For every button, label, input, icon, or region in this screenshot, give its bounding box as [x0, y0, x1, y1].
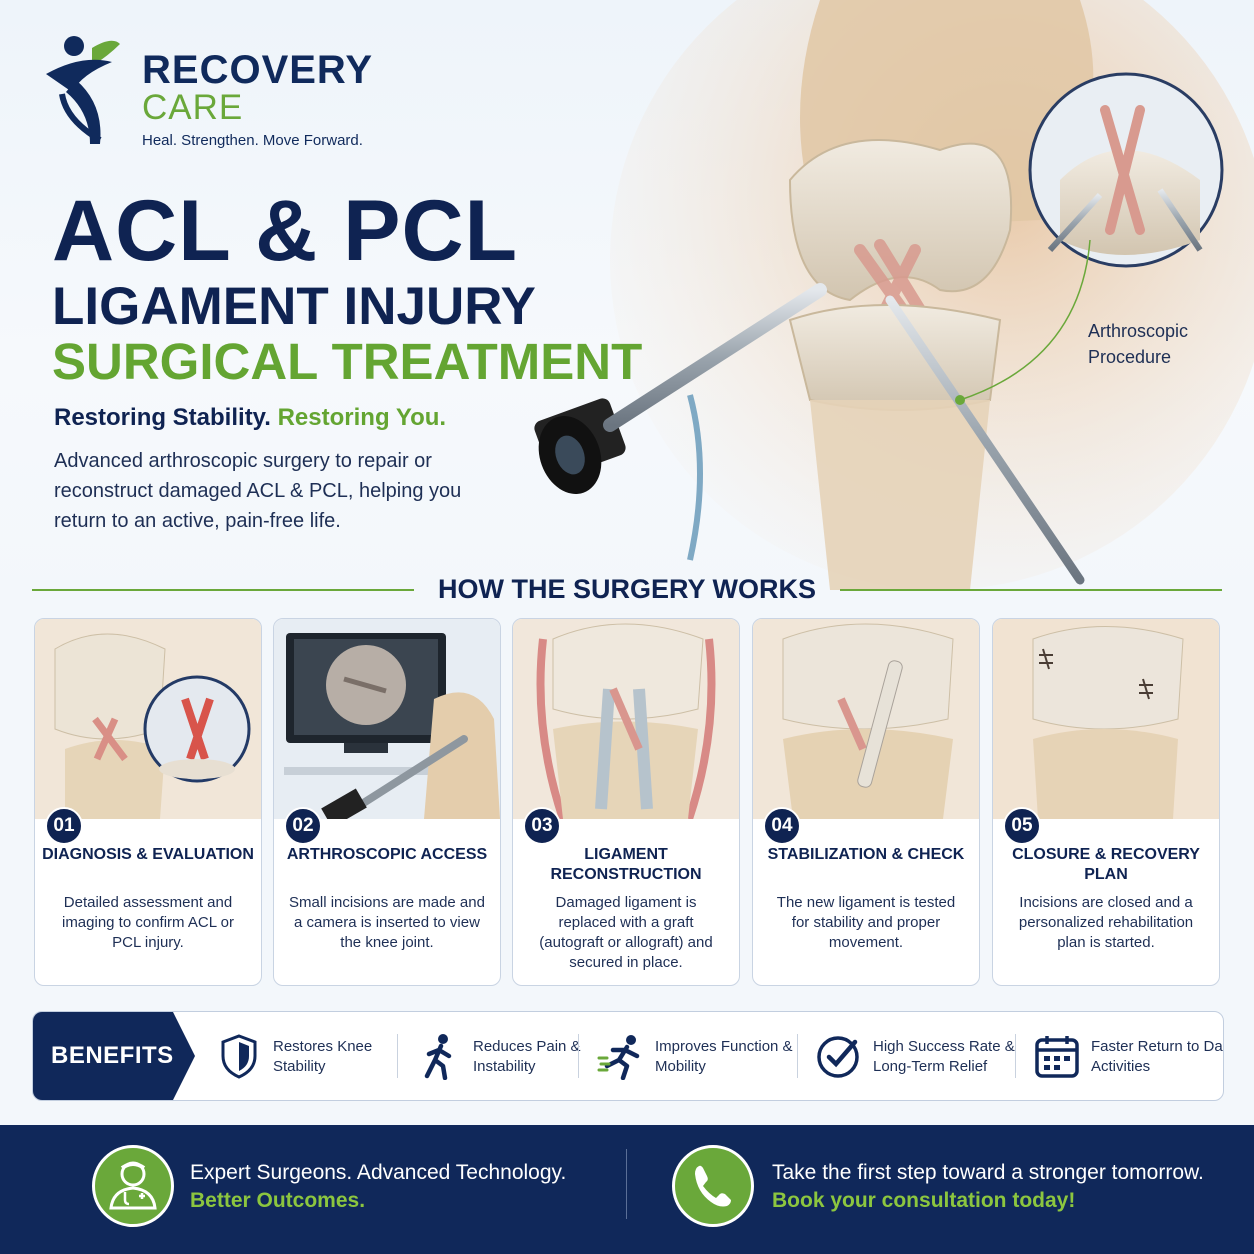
benefit-divider — [797, 1034, 798, 1078]
step-number-badge: 04 — [763, 807, 801, 845]
benefit-text: Reduces Pain & Instability — [473, 1038, 581, 1075]
step-title: CLOSURE & RECOVERY PLAN — [1012, 846, 1200, 883]
benefit-text: Restores Knee Stability — [273, 1038, 373, 1075]
hero-subtitle: Restoring Stability. Restoring You. — [54, 404, 446, 432]
benefits-bar: BENEFITS Restores Knee Stability Reduces… — [32, 1011, 1224, 1101]
footer-right-message: Take the first step toward a stronger to… — [772, 1159, 1204, 1215]
step-description: Incisions are closed and a personalized … — [1018, 894, 1194, 951]
doctor-icon — [109, 1161, 157, 1210]
booking-call-to-action[interactable]: Book your consultation today! — [772, 1189, 1076, 1212]
arthroscopic-callout-label: Arthroscopic Procedure — [1088, 321, 1189, 367]
stabilization-illustration — [753, 619, 979, 819]
step-description: The new ligament is tested for stability… — [776, 894, 956, 951]
footer-banner: Expert Surgeons. Advanced Technology. Be… — [0, 1125, 1254, 1254]
diagnosis-illustration — [35, 619, 261, 819]
recovery-care-logo — [46, 36, 120, 144]
footer-divider — [626, 1149, 627, 1219]
step-number-badge: 05 — [1003, 807, 1041, 845]
benefit-text: Faster Return to Daily Activities — [1091, 1038, 1224, 1075]
step-number-badge: 03 — [523, 807, 561, 845]
phone-icon-badge[interactable] — [672, 1145, 754, 1227]
hero-intro-text: Advanced arthroscopic surgery to repair … — [54, 450, 462, 532]
section-title: HOW THE SURGERY WORKS — [437, 574, 816, 604]
step-card-2: 02 ARTHROSCOPIC ACCESS Small incisions a… — [273, 618, 501, 986]
doctor-icon-badge — [92, 1145, 174, 1227]
closure-illustration — [993, 619, 1219, 819]
benefits-title: BENEFITS — [51, 1042, 174, 1069]
walking-person-icon — [424, 1034, 452, 1080]
knee-arthroscopy-illustration — [534, 0, 1254, 590]
step-description: Detailed assessment and imaging to confi… — [61, 894, 235, 951]
brand-tagline: Heal. Strengthen. Move Forward. — [142, 132, 363, 149]
check-circle-icon — [817, 1036, 859, 1078]
step-title: ARTHROSCOPIC ACCESS — [286, 846, 488, 863]
brand-name-secondary: CARE — [142, 88, 244, 127]
calendar-icon — [1035, 1036, 1079, 1078]
footer-left-message: Expert Surgeons. Advanced Technology. Be… — [190, 1159, 566, 1215]
brand-name: RECOVERY — [142, 48, 374, 92]
step-card-4: 04 STABILIZATION & CHECK The new ligamen… — [752, 618, 980, 986]
step-number-badge: 02 — [284, 807, 322, 845]
shield-icon — [221, 1034, 257, 1079]
footer-right-line-1: Take the first step toward a stronger to… — [772, 1161, 1204, 1184]
ligament-reconstruction-illustration — [513, 619, 739, 819]
page-title-line-2: LIGAMENT INJURY — [52, 277, 536, 336]
benefit-divider — [578, 1034, 579, 1078]
footer-left-line-2: Better Outcomes. — [190, 1189, 366, 1212]
benefit-divider — [1015, 1034, 1016, 1078]
step-title: DIAGNOSIS & EVALUATION — [42, 846, 254, 863]
subtitle-part-a: Restoring Stability. — [54, 404, 271, 431]
benefits-tab-shape — [33, 1012, 195, 1100]
step-description: Damaged ligament is replaced with a graf… — [539, 894, 713, 971]
benefit-divider — [397, 1034, 398, 1078]
running-person-icon — [597, 1035, 640, 1080]
phone-icon[interactable] — [675, 1148, 751, 1224]
step-card-1: 01 DIAGNOSIS & EVALUATION Detailed asses… — [34, 618, 262, 986]
arthroscopic-access-illustration — [274, 619, 500, 819]
step-card-3: 03 LIGAMENT RECONSTRUCTION Damaged ligam… — [512, 618, 740, 986]
subtitle-part-b: Restoring You. — [277, 404, 447, 431]
benefit-text: High Success Rate & Long-Term Relief — [873, 1038, 1015, 1075]
footer-left-line-1: Expert Surgeons. Advanced Technology. — [190, 1161, 567, 1184]
page-title-line-3: SURGICAL TREATMENT — [52, 333, 643, 390]
step-title: LIGAMENT RECONSTRUCTION — [550, 846, 702, 883]
step-title: STABILIZATION & CHECK — [767, 846, 965, 863]
step-description: Small incisions are made and a camera is… — [289, 894, 485, 951]
step-number-badge: 01 — [45, 807, 83, 845]
section-divider-left — [32, 589, 414, 591]
benefit-text: Improves Function & Mobility — [655, 1038, 793, 1075]
section-divider-right — [840, 589, 1222, 591]
page-title: ACL & PCL — [52, 183, 519, 279]
step-card-5: 05 CLOSURE & RECOVERY PLAN Incisions are… — [992, 618, 1220, 986]
